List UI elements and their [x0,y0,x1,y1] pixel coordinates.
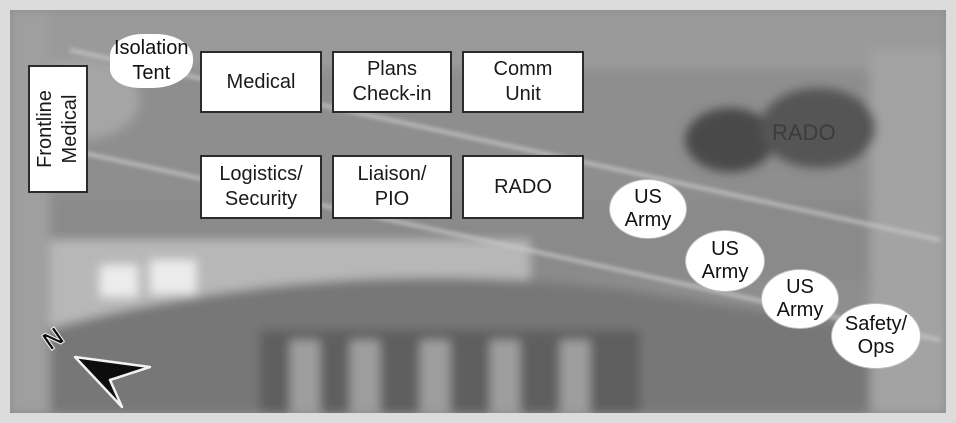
rado-area-label: RADO [772,120,836,145]
frontline-medical-label: Frontline Medical [34,90,81,168]
us-army-bubble-3: US Army [762,270,838,328]
logistics-security-box: Logistics/ Security [200,155,322,219]
plans-checkin-box: Plans Check-in [332,51,452,113]
medical-box: Medical [200,51,322,113]
us-army-bubble-1: US Army [610,180,686,238]
frontline-medical-box: Frontline Medical [28,65,88,193]
rado-box: RADO [462,155,584,219]
isolation-tent-label: Isolation Tent [110,34,193,88]
north-letter: N [40,325,69,356]
north-arrow-icon: N [40,325,152,409]
liaison-pio-box: Liaison/ PIO [332,155,452,219]
us-army-bubble-2: US Army [686,231,764,291]
comm-unit-box: Comm Unit [462,51,584,113]
safety-ops-bubble: Safety/ Ops [832,304,920,368]
